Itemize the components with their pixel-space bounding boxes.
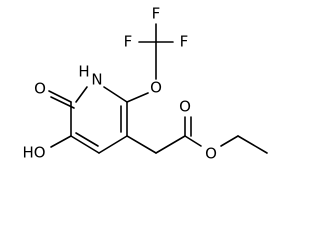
bond-ester-o-ch2 [220, 135, 239, 147]
bonds [48, 23, 268, 154]
bond-c3-oh [50, 135, 72, 148]
atom-h-on-n: H [78, 63, 89, 81]
atom-o-ester: O [205, 145, 217, 163]
bond-ch2-cco [155, 135, 186, 154]
bond-ester-c-o [184, 135, 202, 147]
bond-c2-o-b [50, 96, 75, 109]
atom-f-left: F [124, 33, 133, 51]
atom-f-right: F [180, 33, 189, 51]
atom-ho: HO [22, 144, 45, 162]
bond-ring-n-c2 [75, 86, 88, 103]
bond-o-ring-c [126, 92, 149, 103]
atom-f-top: F [152, 5, 161, 23]
atom-n: N [91, 71, 102, 89]
bond-ethyl [237, 135, 268, 154]
bond-ring-c4-c3 [70, 135, 100, 154]
atom-o-ether: O [150, 79, 162, 97]
bond-ring-n-c6 [103, 86, 128, 103]
bond-ring-c5-c4 [98, 135, 128, 154]
atom-o-ester-carbonyl: O [179, 98, 191, 116]
bond-c5-ch2 [126, 135, 157, 154]
atom-o-carbonyl-ring: O [34, 80, 46, 98]
chemical-structure-diagram: F F F O N H O HO O O [22, 5, 268, 163]
bond-c2-o-a [48, 90, 72, 103]
bond-ring-c4-c3-inner [75, 132, 99, 147]
atom-labels: F F F O N H O HO O O [22, 5, 216, 163]
